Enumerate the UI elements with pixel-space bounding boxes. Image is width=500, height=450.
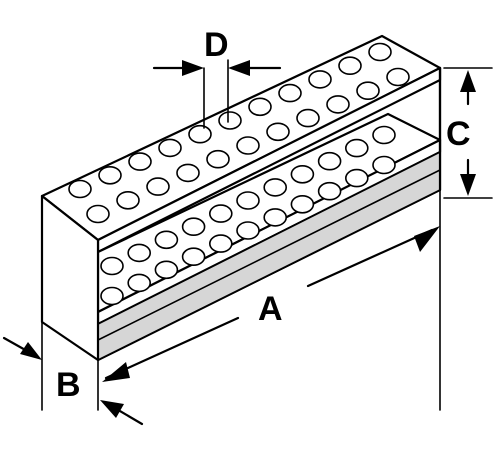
tube-hole (386, 67, 410, 87)
tube-hole (206, 149, 230, 169)
tube-hole (209, 204, 233, 223)
tube-hole (127, 273, 151, 293)
dimension-a-line-left (104, 316, 240, 380)
tube-hole (368, 42, 392, 62)
dimension-a-arrow-right (414, 226, 440, 252)
tube-hole (209, 234, 233, 253)
tube-hole (100, 256, 124, 276)
tube-hole (116, 191, 140, 210)
tube-hole (326, 95, 350, 114)
tube-hole (181, 217, 206, 236)
tube-hole (317, 181, 342, 201)
tube-hole (181, 247, 206, 267)
dimension-a-line-right (306, 228, 434, 288)
dimension-c-arrow-top (460, 70, 476, 92)
tube-hole (188, 124, 212, 144)
tube-hole (372, 155, 396, 175)
tube-hole (128, 152, 152, 171)
dimension-c-label: C (446, 115, 471, 153)
tube-hole (290, 195, 315, 214)
dimension-d: D (152, 26, 282, 76)
tube-hole (266, 122, 290, 142)
dimension-c: C (446, 70, 476, 196)
dimension-d-arrow-left (182, 60, 204, 76)
tube-hole (127, 243, 151, 263)
tube-hole (236, 221, 260, 240)
rack-body (40, 34, 442, 362)
tube-hole (158, 138, 182, 158)
tube-hole (338, 56, 362, 75)
tube-hole (98, 166, 122, 185)
dimension-d-label: D (204, 26, 229, 64)
tube-hole (296, 108, 320, 128)
tube-hole (356, 81, 380, 100)
tube-hole (154, 230, 179, 250)
tube-hole (86, 204, 110, 224)
tube-hole (100, 286, 124, 306)
dimension-a-label: A (258, 290, 283, 328)
tube-hole (154, 260, 179, 280)
dimension-b-label: B (56, 366, 81, 404)
dimension-c-arrow-bottom (460, 174, 476, 196)
dimension-b-arrow-right (100, 400, 124, 418)
dimension-a-arrow-left (102, 362, 130, 382)
dimension-a: A (102, 226, 440, 382)
dimension-d-arrow-right (228, 60, 250, 76)
tube-hole (344, 168, 369, 188)
dimension-b: B (2, 336, 144, 426)
tube-hole (68, 179, 92, 199)
middle-shelf-holes (100, 125, 396, 306)
tube-hole (236, 191, 260, 210)
tube-hole (263, 208, 288, 227)
tube-hole (344, 138, 369, 158)
tube-hole (146, 177, 170, 196)
tube-hole (236, 136, 260, 155)
tube-hole (308, 70, 332, 89)
tube-hole (263, 178, 288, 197)
tube-hole (248, 97, 272, 117)
tube-hole (290, 165, 315, 184)
base-band-line (97, 169, 441, 341)
dimension-b-arrow-left (20, 342, 42, 360)
tube-hole (372, 125, 396, 145)
tube-hole (317, 151, 342, 171)
tube-hole (218, 111, 242, 130)
extension-lines (41, 59, 493, 411)
top-shelf-holes (68, 42, 410, 224)
tube-hole (278, 83, 302, 103)
tube-hole (176, 163, 200, 183)
